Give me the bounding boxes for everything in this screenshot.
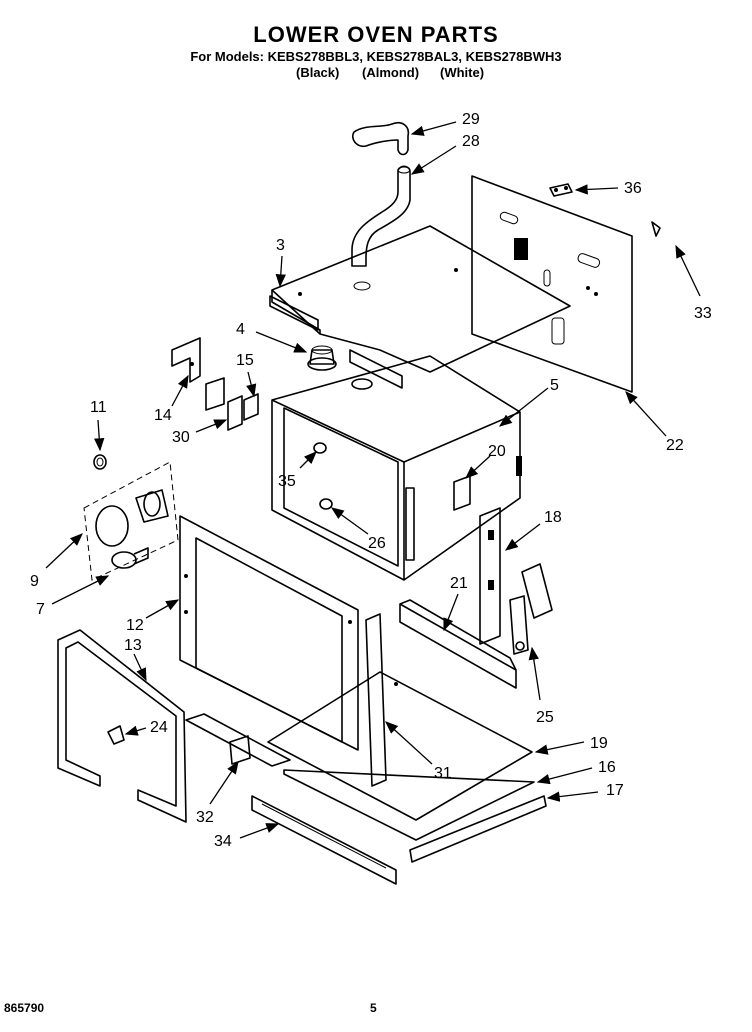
bottom-rail-part [409,795,547,863]
doc-number: 865790 [4,1001,45,1015]
callout-19: 19 [590,735,608,752]
vent-tube-top-part [351,121,410,156]
gasket-clip-part [107,725,125,745]
callout-7: 7 [36,601,45,618]
callout-14: 14 [154,407,172,424]
callout-9: 9 [30,573,39,590]
bracket-30-part [227,395,243,431]
callout-5: 5 [550,377,559,394]
color-almond: (Almond) [362,65,420,80]
callout-12: 12 [126,617,144,634]
thermostat-part [307,345,337,371]
vent-panel-part [185,713,291,767]
callout-25: 25 [536,709,554,726]
page-title: LOWER OVEN PARTS [253,22,499,47]
rear-panel-part [471,175,661,393]
clip-part [549,183,573,197]
side-bracket-part [171,337,201,383]
lamp-bulb-part [111,547,149,569]
support-rail-part [399,599,517,689]
callout-22: 22 [666,437,684,454]
bracket-15-part [205,377,259,421]
grille-part [251,795,397,885]
hinge-receiver-part [479,507,501,645]
callout-24: 24 [150,719,168,736]
vent-tube-part [351,165,411,267]
door-hinge-part [509,563,553,655]
callout-20: 20 [488,443,506,460]
callout-3: 3 [276,237,285,254]
callout-28: 28 [462,133,480,150]
callout-16: 16 [598,759,616,776]
bracket-20-part [453,475,471,511]
lamp-assembly-part [83,461,179,581]
callout-26: 26 [368,535,386,552]
callout-21: 21 [450,575,468,592]
callout-18: 18 [544,509,562,526]
front-frame-part [179,515,359,751]
callout-31: 31 [434,765,452,782]
oven-cavity-part [271,355,522,581]
color-white: (White) [440,65,485,80]
callout-15: 15 [236,352,254,369]
bottom-panel-part [267,671,533,821]
callout-36: 36 [624,180,642,197]
callout-30: 30 [172,429,190,446]
callout-17: 17 [606,782,624,799]
callout-34: 34 [214,833,232,850]
bottom-trim-part [283,769,535,841]
lamp-nut-part [93,454,107,470]
color-black: (Black) [296,65,340,80]
callout-4: 4 [236,321,245,338]
callout-32: 32 [196,809,214,826]
trim-strip-part [365,613,387,787]
callout-35: 35 [278,473,296,490]
page-number: 5 [370,1001,377,1015]
callout-29: 29 [462,111,480,128]
models-line: For Models: KEBS278BBL3, KEBS278BAL3, KE… [190,49,562,64]
callout-11: 11 [90,399,107,416]
door-gasket-part [57,629,187,823]
callout-13: 13 [124,637,142,654]
top-plate-part [269,225,571,389]
callout-33: 33 [694,305,712,322]
